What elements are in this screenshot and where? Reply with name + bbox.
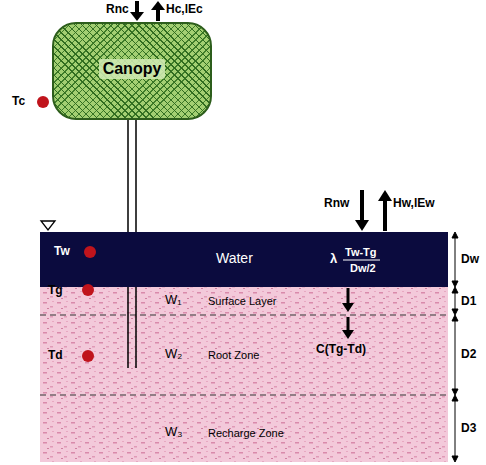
dimension-lines bbox=[452, 232, 458, 462]
flux-label: Hw,lEw bbox=[393, 197, 435, 210]
temperature-dot bbox=[82, 284, 94, 296]
surface-layer: W₁ Surface Layer bbox=[40, 287, 448, 315]
layer-boundary bbox=[40, 394, 448, 395]
layer-boundary bbox=[40, 314, 448, 315]
dimension-label: Dw bbox=[461, 253, 479, 266]
flux-label: C(Tg-Td) bbox=[316, 343, 366, 356]
flux-arrow bbox=[383, 200, 387, 231]
temperature-label: Tw bbox=[54, 245, 70, 258]
fraction-numerator: Tw-Tg bbox=[345, 246, 377, 258]
flux-label: Rnc bbox=[106, 3, 129, 16]
node-title: Recharge Zone bbox=[208, 427, 284, 439]
arrow-head bbox=[378, 190, 392, 201]
moisture-label: W₂ bbox=[165, 347, 182, 361]
flux-arrow bbox=[156, 9, 160, 21]
recharge-zone: W₃ Recharge Zone bbox=[40, 395, 448, 462]
node-title: Surface Layer bbox=[208, 295, 276, 307]
temperature-label: Tc bbox=[12, 95, 25, 108]
flux-arrow bbox=[360, 190, 364, 221]
dimension-label: D1 bbox=[461, 295, 476, 308]
temperature-dot bbox=[82, 350, 94, 362]
dimension-label: D3 bbox=[461, 422, 476, 435]
arrow-head bbox=[355, 220, 369, 231]
moisture-label: W₃ bbox=[165, 425, 183, 439]
arrow-head bbox=[130, 12, 144, 21]
temperature-dot bbox=[37, 96, 49, 108]
fraction-bar bbox=[343, 260, 380, 261]
conductivity-symbol: λ bbox=[330, 252, 337, 266]
node-title: Canopy bbox=[99, 59, 166, 79]
water-level-symbol bbox=[41, 221, 55, 230]
temperature-label: Tg bbox=[48, 284, 63, 297]
arrow-head bbox=[342, 330, 354, 339]
heat-flux-arrow bbox=[347, 317, 350, 331]
temperature-dot bbox=[84, 246, 96, 258]
canopy-box: Canopy bbox=[52, 22, 212, 120]
flux-label: Hc,lEc bbox=[166, 3, 203, 16]
flux-arrow bbox=[135, 1, 139, 13]
water-layer: Water bbox=[40, 232, 448, 287]
fraction-denominator: Dw/2 bbox=[350, 262, 376, 274]
node-title: Water bbox=[216, 251, 253, 266]
arrow-head bbox=[151, 1, 165, 10]
root-zone: W₂ Root Zone bbox=[40, 315, 448, 395]
dimension-label: D2 bbox=[461, 348, 476, 361]
node-title: Root Zone bbox=[208, 349, 259, 361]
heat-flux-arrow bbox=[347, 288, 350, 304]
soil-ground bbox=[40, 287, 448, 462]
arrow-head bbox=[342, 303, 354, 312]
flux-label: Rnw bbox=[324, 197, 349, 210]
temperature-label: Td bbox=[48, 349, 63, 362]
moisture-label: W₁ bbox=[165, 293, 182, 307]
